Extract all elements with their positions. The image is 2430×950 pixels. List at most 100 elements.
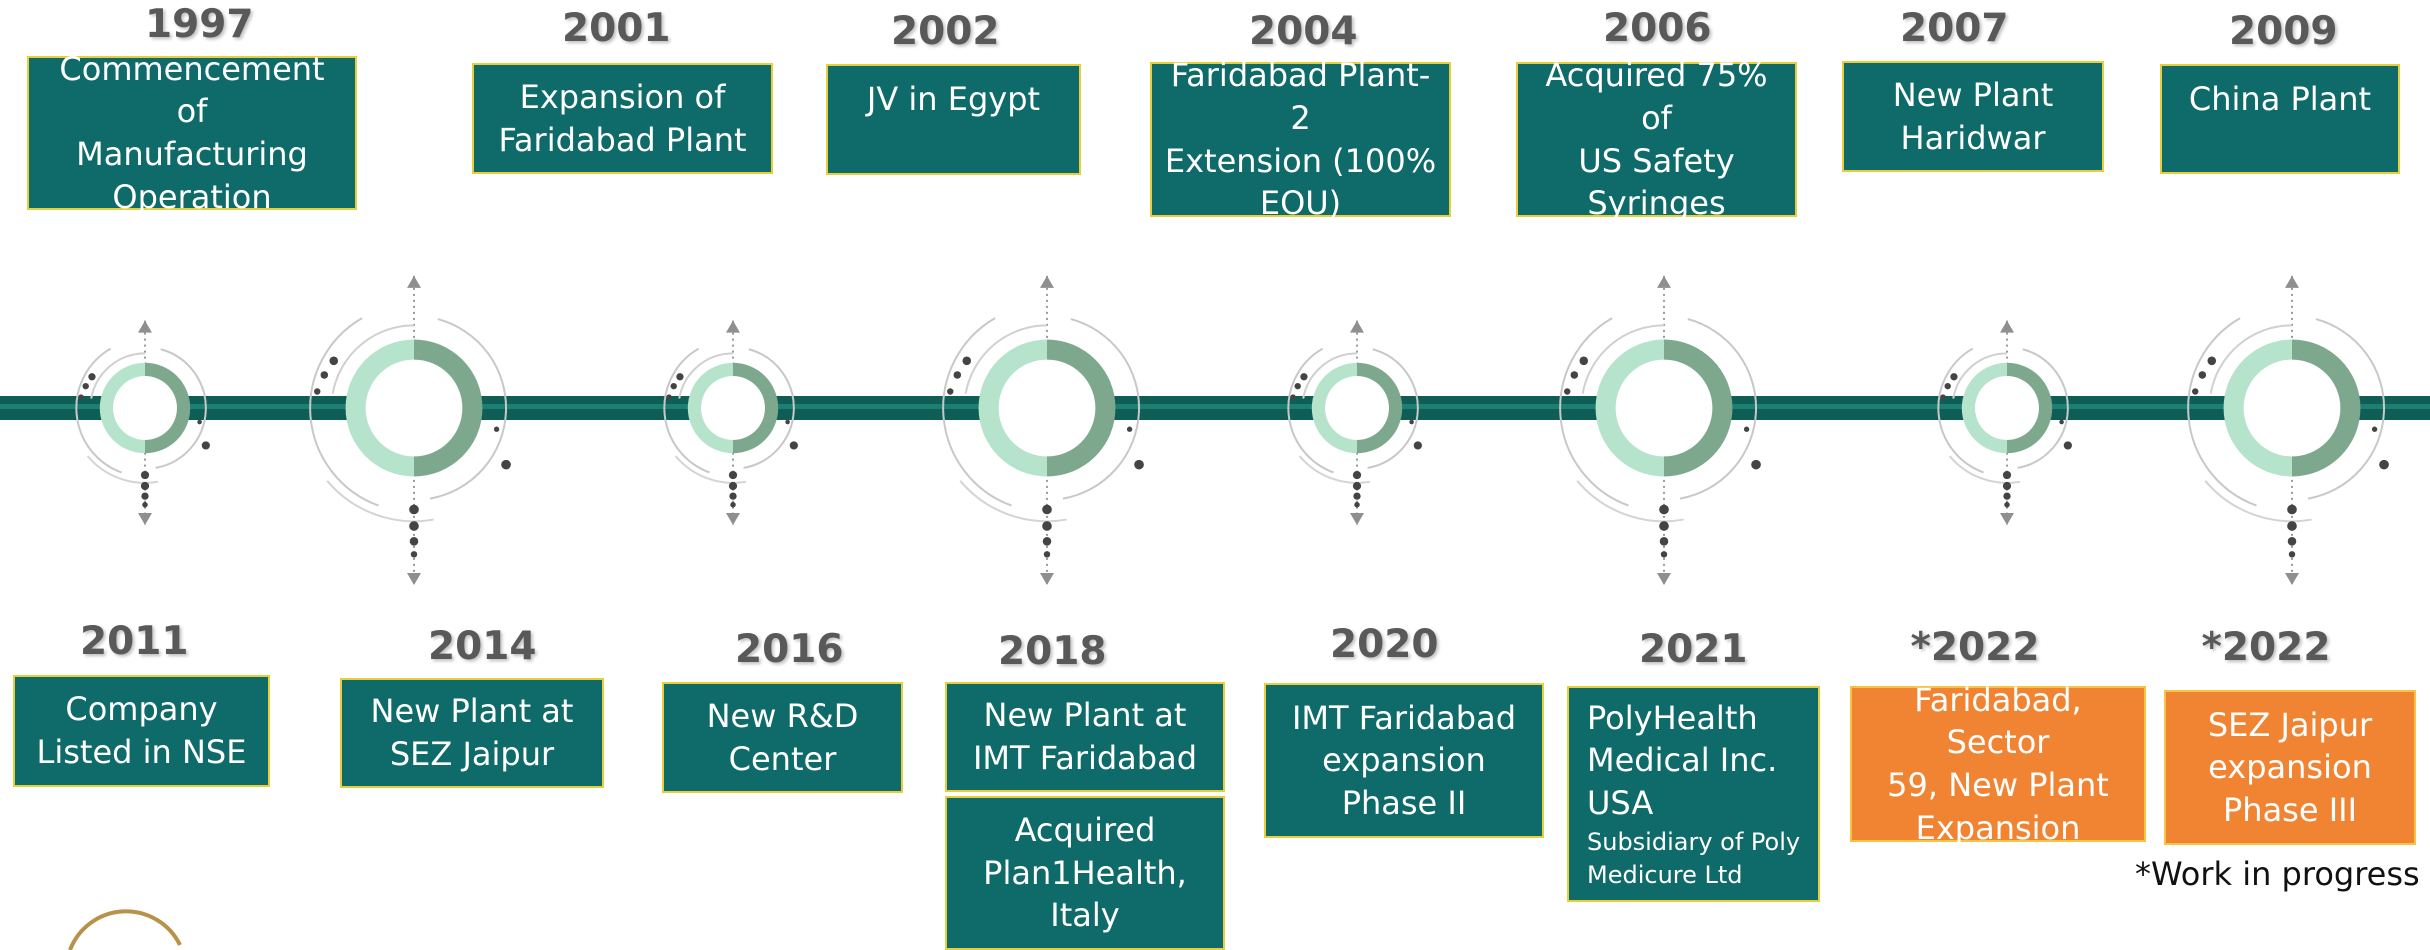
decor-dot: [493, 426, 500, 432]
ring-center: [365, 359, 463, 457]
decor-dot: [1743, 426, 1750, 432]
decor-dot: [2192, 388, 2199, 395]
year-label-top: 2006: [1603, 6, 1712, 51]
arrow-up-icon: [726, 320, 740, 333]
decor-dot: [1944, 382, 1951, 390]
decor-dot: [320, 371, 329, 379]
decor-dot: [670, 382, 677, 390]
footnote: *Work in progress: [2135, 855, 2420, 893]
arrow-down-icon: [2000, 513, 2014, 525]
milestone-box-bottom: PolyHealth Medical Inc. USA Subsidiary o…: [1567, 686, 1820, 902]
decor-ring-arc: [309, 317, 379, 507]
decor-dot: [409, 521, 419, 531]
arrow-down-icon: [726, 513, 740, 525]
milestone-box-bottom: New Plant at IMT Faridabad: [945, 682, 1225, 792]
decor-dot: [947, 388, 954, 395]
decor-dot: [78, 394, 84, 400]
decor-dot: [789, 441, 798, 450]
arrow-down-icon: [1657, 573, 1671, 585]
arrow-up-icon: [1350, 320, 1364, 333]
decor-dot: [1353, 492, 1361, 500]
decor-ring-arc: [1581, 324, 1665, 394]
decor-ring-arc: [678, 352, 734, 399]
decor-ring-arc: [1679, 318, 1757, 500]
milestone-sub-text: Subsidiary of Poly Medicure Ltd: [1587, 828, 1801, 889]
decor-dot: [785, 419, 790, 425]
decor-dot: [140, 481, 150, 491]
decor-dot: [1042, 537, 1052, 546]
decor-dot: [2198, 371, 2207, 379]
decor-dot: [82, 382, 89, 390]
decor-ring-arc: [1287, 347, 1334, 474]
arrow-down-icon: [1350, 513, 1364, 525]
decor-ring-arc: [86, 455, 159, 484]
decor-dot: [1043, 551, 1051, 558]
company-logo-arc: [68, 909, 182, 950]
year-label-bottom: *2022: [1910, 625, 2040, 670]
decor-dot: [1579, 356, 1589, 366]
year-label-bottom: *2022: [2201, 625, 2331, 670]
year-label-bottom: 2016: [735, 627, 844, 672]
decor-dot: [197, 419, 202, 425]
ring-center: [113, 376, 177, 440]
decor-dot: [140, 470, 150, 480]
decor-ring-arc: [663, 347, 710, 474]
decor-dot: [729, 492, 737, 500]
year-label-top: 1997: [145, 2, 254, 47]
decor-dot: [1134, 459, 1144, 470]
decor-dot: [1413, 441, 1422, 450]
decor-dot: [1564, 388, 1571, 395]
decor-dot: [1659, 521, 1669, 531]
timeline-bar-highlight: [0, 404, 2430, 409]
arrow-down-icon: [1040, 573, 1054, 585]
decor-dot: [2287, 504, 2297, 515]
decor-dot: [676, 373, 684, 381]
arrow-up-icon: [2285, 275, 2299, 288]
milestone-box-top: Acquired 75% of US Safety Syringes: [1516, 56, 1797, 222]
decor-dot: [2059, 419, 2064, 425]
decor-dot: [2288, 551, 2296, 558]
decor-ring-arc: [1302, 352, 1358, 399]
decor-dot: [1294, 382, 1301, 390]
decor-dot: [2287, 521, 2297, 531]
milestone-box-bottom-in-progress: Faridabad, Sector 59, New Plant Expansio…: [1850, 681, 2146, 847]
arrow-up-icon: [2000, 320, 2014, 333]
decor-dot: [728, 470, 738, 480]
decor-dot: [1659, 537, 1669, 546]
ring-center: [1325, 376, 1389, 440]
decor-ring-arc: [1952, 352, 2008, 399]
milestone-main-text: PolyHealth Medical Inc. USA: [1587, 698, 1778, 822]
milestone-box-top: China Plant: [2160, 64, 2400, 174]
decor-dot: [1352, 481, 1362, 491]
decor-ring-arc: [331, 324, 415, 394]
decor-dot: [410, 551, 418, 558]
decor-dot: [201, 441, 210, 450]
milestone-box-top: Commencement of Manufacturing Operation: [27, 50, 357, 216]
milestone-box-bottom-extra: Acquired Plan1Health, Italy: [945, 796, 1225, 950]
year-label-top: 2002: [891, 9, 1000, 54]
decor-dot: [141, 492, 149, 500]
milestone-box-bottom: IMT Faridabad expansion Phase II: [1264, 683, 1544, 838]
arrow-up-icon: [1040, 275, 1054, 288]
decor-dot: [1660, 551, 1668, 558]
year-label-bottom: 2018: [998, 629, 1107, 674]
milestone-box-top: Expansion of Faridabad Plant: [472, 63, 773, 174]
decor-ring-arc: [1576, 480, 1684, 523]
decor-ring-arc: [959, 480, 1067, 523]
decor-dot: [409, 504, 419, 515]
decor-dot: [962, 356, 972, 366]
decor-ring-arc: [1559, 317, 1629, 507]
decor-ring-arc: [1298, 455, 1371, 484]
decor-dot: [953, 371, 962, 379]
decor-dot: [1042, 521, 1052, 531]
milestone-box-bottom-in-progress: SEZ Jaipur expansion Phase III: [2164, 690, 2416, 845]
decor-dot: [314, 388, 321, 395]
decor-dot: [88, 373, 96, 381]
decor-ring-arc: [964, 324, 1048, 394]
decor-dot: [1290, 394, 1296, 400]
decor-ring-arc: [2307, 318, 2385, 500]
decor-dot: [1659, 504, 1669, 515]
decor-dot: [2002, 470, 2012, 480]
decor-ring-arc: [429, 318, 507, 500]
